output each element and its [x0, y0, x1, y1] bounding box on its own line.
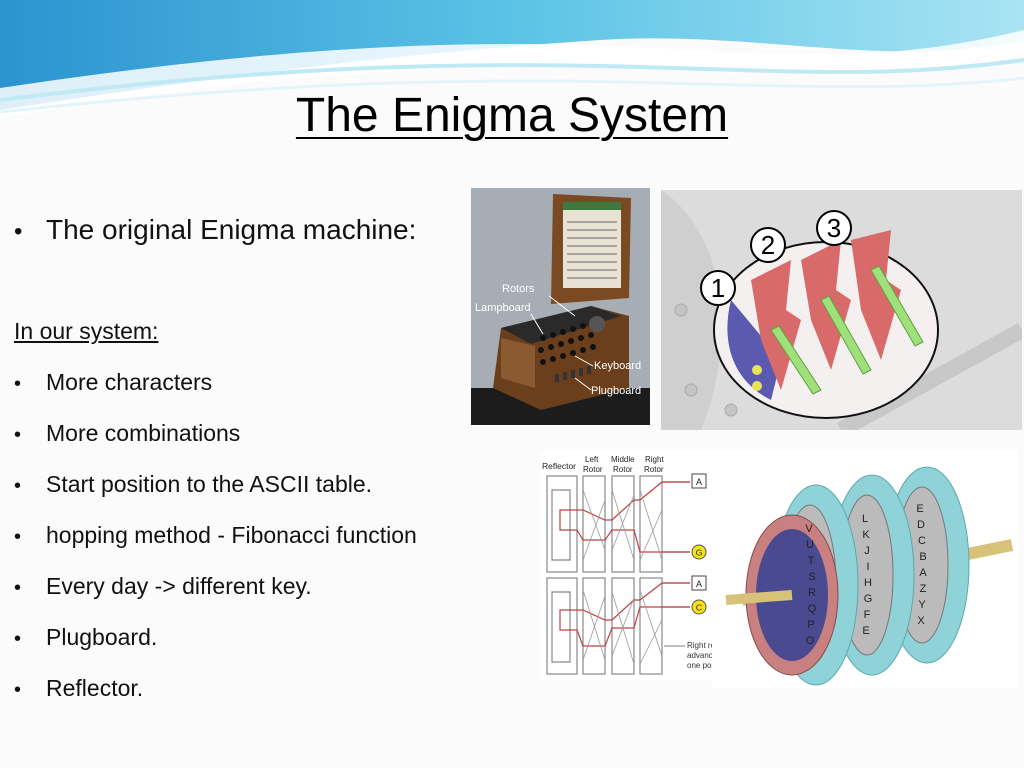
rotor-letter: L [862, 513, 868, 525]
rotor-letter: G [864, 593, 873, 605]
bullet-glyph: • [14, 424, 22, 446]
rotor-number-2: 2 [761, 230, 775, 260]
bullet-glyph: • [14, 679, 22, 701]
rotor-letter: Z [920, 583, 927, 595]
label-keyboard: Keyboard [594, 360, 641, 372]
bullet-text: Every day -> different key. [46, 573, 312, 599]
label-lampboard: Lampboard [475, 302, 531, 314]
rotor-letter: J [864, 545, 870, 557]
bullet-text: Start position to the ASCII table. [46, 471, 373, 497]
rotor-letter: B [919, 551, 926, 563]
enigma-machine-photo: Rotors Lampboard Keyboard Plugboard [471, 188, 650, 425]
bullet-item: • hopping method - Fibonacci function [14, 522, 417, 549]
bullet-item: • More combinations [14, 420, 240, 447]
rotor-letter: R [808, 587, 816, 599]
rotor-letter: P [807, 619, 814, 631]
lamp-g: G [696, 548, 703, 558]
rotor-stepping-illustration: 1 2 3 [661, 190, 1022, 430]
subheading-our-system: In our system: [14, 318, 159, 344]
note-line-1: Right rotor [687, 641, 718, 650]
rotor-letter: F [864, 609, 871, 621]
bullet-glyph: • [14, 526, 22, 548]
rotor-letter: E [916, 503, 923, 515]
bullet-original-machine: • The original Enigma machine: [14, 214, 416, 246]
lamp-c: C [696, 603, 702, 613]
rotor-letter: E [862, 625, 869, 637]
rotor-letter: O [806, 635, 815, 647]
rotor-letter: A [919, 567, 927, 579]
bullet-text: Plugboard. [46, 624, 158, 650]
rotor-letter: X [917, 615, 925, 627]
rotor-letter: C [918, 535, 926, 547]
bullet-glyph: • [14, 218, 23, 245]
rotor-stack-illustration: V U T S R Q P O L K J I H G F E E D C B [712, 450, 1018, 688]
bullet-text: hopping method - Fibonacci function [46, 522, 417, 548]
rotor-number-1: 1 [711, 273, 725, 303]
rotor-letter: K [862, 529, 870, 541]
rotor-wiring-diagram: Reflector Left Rotor Middle Rotor Right … [540, 450, 718, 680]
rotor-letter: Q [808, 603, 817, 615]
bullet-glyph: • [14, 475, 22, 497]
rotor-letter: H [864, 577, 872, 589]
header-wave-decoration [0, 0, 1024, 118]
note-line-3: one position [687, 661, 718, 670]
slide-title: The Enigma System [295, 89, 729, 142]
label-plugboard: Plugboard [591, 385, 641, 397]
bullet-glyph: • [14, 628, 22, 650]
label-right-rotor: Rotor [644, 465, 664, 474]
bullet-item: • Every day -> different key. [14, 573, 312, 600]
rotor-letter: D [917, 519, 925, 531]
bullet-text: More characters [46, 369, 213, 395]
label-left: Left [585, 455, 599, 464]
bullet-glyph: • [14, 373, 22, 395]
rotor-letter: S [808, 571, 815, 583]
label-right: Right [645, 455, 664, 464]
bullet-text: Reflector. [46, 675, 144, 701]
label-middle: Middle [611, 455, 635, 464]
rotor-number-3: 3 [827, 213, 841, 243]
bullet-item: • Start position to the ASCII table. [14, 471, 372, 498]
bullet-glyph: • [14, 577, 22, 599]
rotor-letter: Y [918, 599, 926, 611]
key-a-top: A [696, 477, 702, 487]
bullet-text: The original Enigma machine: [46, 214, 417, 245]
label-reflector: Reflector [542, 461, 576, 471]
rotor-letter: T [808, 555, 815, 567]
key-a-bottom: A [696, 579, 702, 589]
bullet-item: • More characters [14, 369, 212, 396]
rotor-letter: V [805, 523, 813, 535]
label-middle-rotor: Rotor [613, 465, 633, 474]
label-left-rotor: Rotor [583, 465, 603, 474]
note-line-2: advanced [687, 651, 718, 660]
bullet-item: • Plugboard. [14, 624, 157, 651]
label-rotors: Rotors [502, 283, 535, 295]
bullet-item: • Reflector. [14, 675, 143, 702]
bullet-text: More combinations [46, 420, 241, 446]
rotor-letter: I [866, 561, 869, 573]
rotor-letter: U [806, 539, 814, 551]
